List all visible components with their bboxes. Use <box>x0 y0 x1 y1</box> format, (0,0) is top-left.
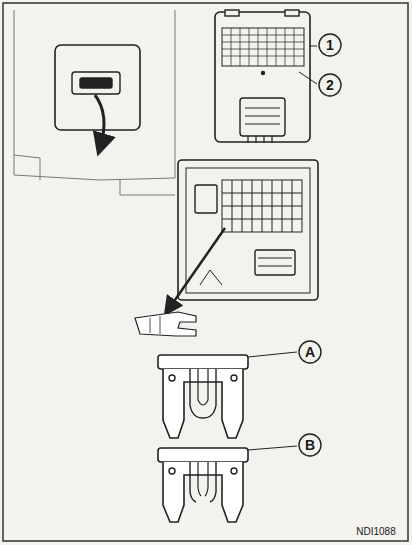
fuse-cover-back <box>215 10 310 143</box>
callout-letter: A <box>305 345 315 359</box>
callout-circle <box>319 34 341 56</box>
callout-letter: B <box>305 438 315 452</box>
callout-circle <box>299 434 321 456</box>
callout-circle <box>299 341 321 363</box>
callout-number: 1 <box>326 38 334 52</box>
fuse-blown <box>158 448 248 522</box>
open-fuse-box <box>178 160 318 300</box>
callout-number: 2 <box>326 78 334 92</box>
fuse-good <box>158 355 248 438</box>
open-arrow <box>95 95 104 148</box>
dashboard-panel <box>14 10 175 195</box>
fuse-puller <box>135 312 196 336</box>
figure-code: NDI1088 <box>356 527 395 537</box>
callout-circle <box>319 74 341 96</box>
